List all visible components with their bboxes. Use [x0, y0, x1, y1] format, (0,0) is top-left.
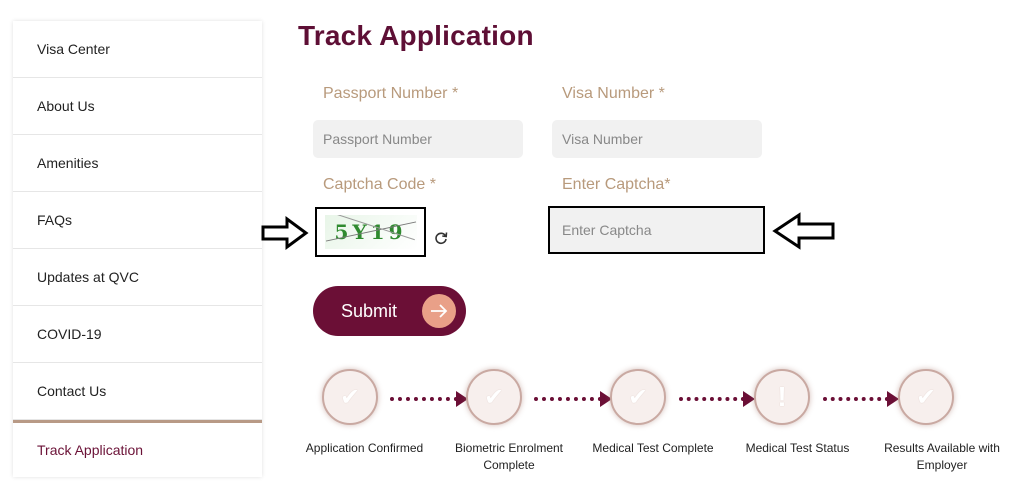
sidebar: Visa Center About Us Amenities FAQs Upda… — [13, 21, 262, 477]
step-connector — [534, 397, 602, 401]
visa-number-label: Visa Number * — [562, 85, 665, 102]
arrow-right-icon-svg — [431, 304, 448, 318]
step-label-results-available: Results Available with Employer — [884, 441, 1000, 472]
sidebar-item-updates-at-qvc[interactable]: Updates at QVC — [13, 249, 262, 306]
sidebar-item-visa-center[interactable]: Visa Center — [13, 21, 262, 78]
refresh-icon[interactable] — [434, 231, 448, 248]
sidebar-item-amenities[interactable]: Amenities — [13, 135, 262, 192]
enter-captcha-input[interactable] — [550, 208, 763, 252]
step-label-medical-test-status: Medical Test Status — [745, 441, 850, 455]
step-connector — [823, 397, 889, 401]
exclamation-icon: ! — [777, 381, 787, 412]
sidebar-item-covid-19[interactable]: COVID-19 — [13, 306, 262, 363]
connector-arrowhead-icon — [456, 391, 468, 407]
step-results-available-circle: ✔ — [898, 369, 954, 425]
submit-button-label: Submit — [341, 300, 398, 321]
step-label-biometric-enrolment: Biometric Enrolment Complete — [454, 441, 564, 472]
step-medical-test-status-circle: ! — [754, 369, 810, 425]
captcha-code-label: Captcha Code * — [323, 176, 436, 193]
connector-arrowhead-icon — [887, 391, 899, 407]
sidebar-item-track-application[interactable]: Track Application — [13, 420, 262, 477]
connector-arrowhead-icon — [743, 391, 755, 407]
arrow-right-icon — [422, 294, 456, 328]
check-icon: ✔ — [627, 383, 649, 411]
page-title: Track Application — [298, 20, 534, 51]
annotation-arrow-right-icon — [261, 216, 309, 250]
step-application-confirmed-circle: ✔ — [322, 369, 378, 425]
sidebar-item-contact-us[interactable]: Contact Us — [13, 363, 262, 420]
check-icon: ✔ — [915, 383, 937, 411]
enter-captcha-field-frame — [548, 206, 765, 254]
check-icon: ✔ — [483, 383, 505, 411]
passport-number-label: Passport Number * — [323, 85, 459, 102]
connector-arrowhead-icon — [600, 391, 612, 407]
step-label-application-confirmed: Application Confirmed — [305, 441, 424, 455]
annotation-arrow-left-icon — [772, 212, 835, 250]
passport-number-input[interactable] — [313, 120, 523, 158]
captcha-image: 5Y19 — [324, 215, 417, 249]
enter-captcha-label: Enter Captcha* — [562, 176, 671, 193]
visa-number-input[interactable] — [552, 120, 762, 158]
step-medical-test-complete-circle: ✔ — [610, 369, 666, 425]
step-connector — [679, 397, 745, 401]
step-biometric-enrolment-circle: ✔ — [466, 369, 522, 425]
step-label-medical-test-complete: Medical Test Complete — [592, 441, 714, 455]
step-connector — [390, 397, 458, 401]
check-icon: ✔ — [339, 383, 361, 411]
submit-button[interactable]: Submit — [313, 286, 466, 336]
captcha-image-frame: 5Y19 — [315, 207, 426, 257]
sidebar-item-about-us[interactable]: About Us — [13, 78, 262, 135]
refresh-icon-svg — [435, 232, 448, 245]
sidebar-item-faqs[interactable]: FAQs — [13, 192, 262, 249]
